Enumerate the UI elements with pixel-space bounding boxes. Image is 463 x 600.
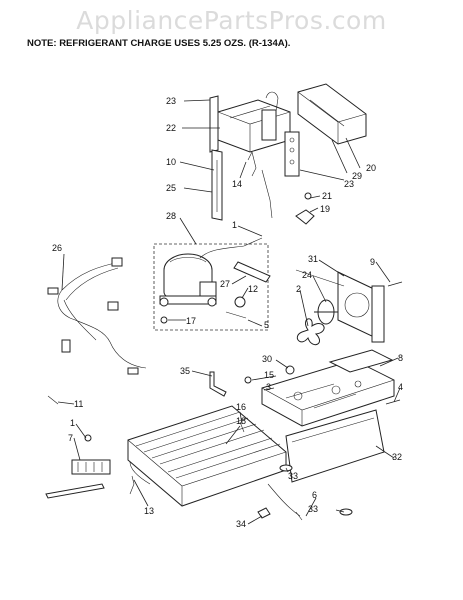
- callout-7: 7: [68, 433, 73, 443]
- callout-32: 32: [392, 452, 402, 462]
- drain-clip: [295, 192, 315, 225]
- callout-11: 11: [74, 399, 83, 409]
- condenser: [127, 405, 287, 507]
- callout-1-lower: 1: [70, 418, 75, 428]
- screw-16: [239, 421, 245, 433]
- callout-33-lower: 33: [308, 504, 318, 514]
- base-pan: [261, 349, 401, 427]
- callout-4: 4: [398, 382, 403, 392]
- leader-lines: [57, 99, 401, 525]
- callout-31: 31: [308, 254, 318, 264]
- callout-30: 30: [262, 354, 272, 364]
- callout-33-upper: 33: [288, 471, 298, 481]
- callout-26: 26: [52, 243, 62, 253]
- compressor-outline: [153, 243, 269, 331]
- callout-23-right: 23: [344, 179, 354, 189]
- fan-motor: [314, 299, 338, 325]
- callout-5: 5: [264, 320, 269, 330]
- callout-17: 17: [186, 316, 196, 326]
- shroud-upper: [209, 91, 300, 221]
- callout-9: 9: [370, 257, 375, 267]
- callout-19: 19: [320, 204, 330, 214]
- callout-28: 28: [166, 211, 176, 221]
- fan-shroud: [295, 269, 385, 343]
- screw-9: [387, 281, 403, 287]
- callout-16: 16: [236, 402, 246, 412]
- callout-12: 12: [248, 284, 258, 294]
- callout-14: 14: [232, 179, 242, 189]
- callout-1-upper: 1: [232, 220, 237, 230]
- callout-25: 25: [166, 183, 176, 193]
- callout-6: 6: [312, 490, 317, 500]
- callout-29: 29: [352, 171, 362, 181]
- tube-35: [209, 371, 227, 397]
- wire-harness: [47, 257, 147, 375]
- callout-23-top: 23: [166, 96, 176, 106]
- callout-24: 24: [302, 270, 312, 280]
- compressor: [159, 237, 263, 307]
- callout-8: 8: [398, 353, 403, 363]
- callout-22: 22: [166, 123, 176, 133]
- screw-15: [244, 376, 252, 384]
- callouts: 23 22 10 25 14 20 29 23 21 19 28 1 26 31…: [52, 96, 403, 529]
- fan-blade: [296, 318, 325, 346]
- feet-and-tubes: [129, 464, 353, 521]
- callout-34: 34: [236, 519, 246, 529]
- power-cord: [45, 434, 111, 499]
- callout-2: 2: [296, 284, 301, 294]
- callout-18: 18: [236, 416, 246, 426]
- air-duct: [297, 83, 367, 145]
- callout-20: 20: [366, 163, 376, 173]
- drier: [160, 261, 271, 324]
- refrigerant-note: NOTE: REFRIGERANT CHARGE USES 5.25 OZS. …: [27, 38, 291, 49]
- callout-10: 10: [166, 157, 176, 167]
- callout-21: 21: [322, 191, 332, 201]
- callout-35: 35: [180, 366, 190, 376]
- callout-13: 13: [144, 506, 154, 516]
- callout-27: 27: [220, 279, 230, 289]
- watermark: AppliancePartsPros.com: [76, 6, 387, 35]
- callout-15: 15: [264, 370, 274, 380]
- screw-11: [47, 395, 59, 405]
- callout-3: 3: [266, 382, 271, 392]
